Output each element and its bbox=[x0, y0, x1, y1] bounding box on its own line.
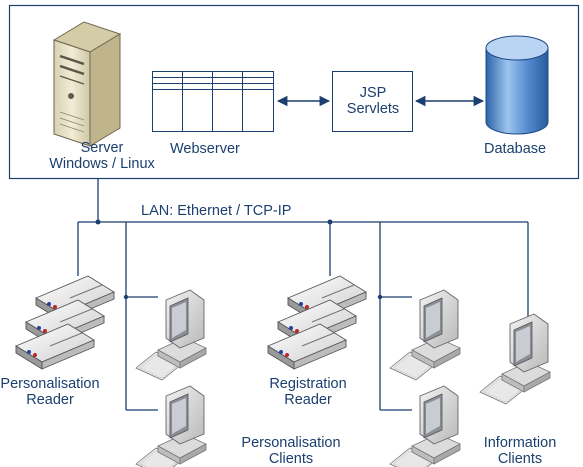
personalisation-client-computer-icon bbox=[135, 385, 207, 467]
server-tower-icon bbox=[52, 21, 122, 147]
information-clients-line2: Clients bbox=[497, 451, 543, 467]
personalisation-reader-icon bbox=[15, 275, 115, 370]
personalisation-client-computer-icon bbox=[135, 289, 207, 381]
personalisation-clients-line2: Clients bbox=[268, 451, 314, 467]
registration-client-computer-icon bbox=[389, 385, 461, 467]
registration-reader-icon bbox=[267, 275, 367, 370]
personalisation-clients-line1: Personalisation bbox=[241, 435, 341, 451]
server-label-line2: Windows / Linux bbox=[49, 156, 155, 172]
jsp-label-line2: Servlets bbox=[346, 101, 400, 117]
lan-wiring bbox=[77, 178, 529, 411]
database-label: Database bbox=[484, 141, 547, 157]
registration-client-computer-icon bbox=[389, 289, 461, 381]
server-label-line1: Server bbox=[80, 140, 124, 156]
lan-junctions bbox=[95, 219, 383, 300]
jsp-servlets-label: JSP Servlets bbox=[333, 85, 413, 117]
registration-reader-label: Registration Reader bbox=[258, 376, 358, 408]
personalisation-reader-label: Personalisation Reader bbox=[0, 376, 100, 408]
jsp-label-line1: JSP bbox=[359, 85, 387, 101]
database-cylinder-icon bbox=[485, 35, 549, 135]
information-clients-label: Information Clients bbox=[470, 435, 570, 467]
lan-label: LAN: Ethernet / TCP-IP bbox=[141, 203, 292, 219]
webserver-table-icon bbox=[152, 71, 274, 132]
information-client-computer-icon bbox=[479, 313, 551, 405]
personalisation-clients-label: Personalisation Clients bbox=[226, 435, 356, 467]
information-clients-line1: Information bbox=[483, 435, 557, 451]
webserver-label: Webserver bbox=[170, 141, 240, 157]
server-label: Server Windows / Linux bbox=[42, 140, 162, 172]
jsp-servlets-box bbox=[332, 71, 413, 132]
registration-reader-line2: Reader bbox=[284, 392, 332, 408]
personalisation-reader-line2: Reader bbox=[26, 392, 74, 408]
registration-reader-line1: Registration bbox=[269, 376, 347, 392]
personalisation-reader-line1: Personalisation bbox=[0, 376, 100, 392]
